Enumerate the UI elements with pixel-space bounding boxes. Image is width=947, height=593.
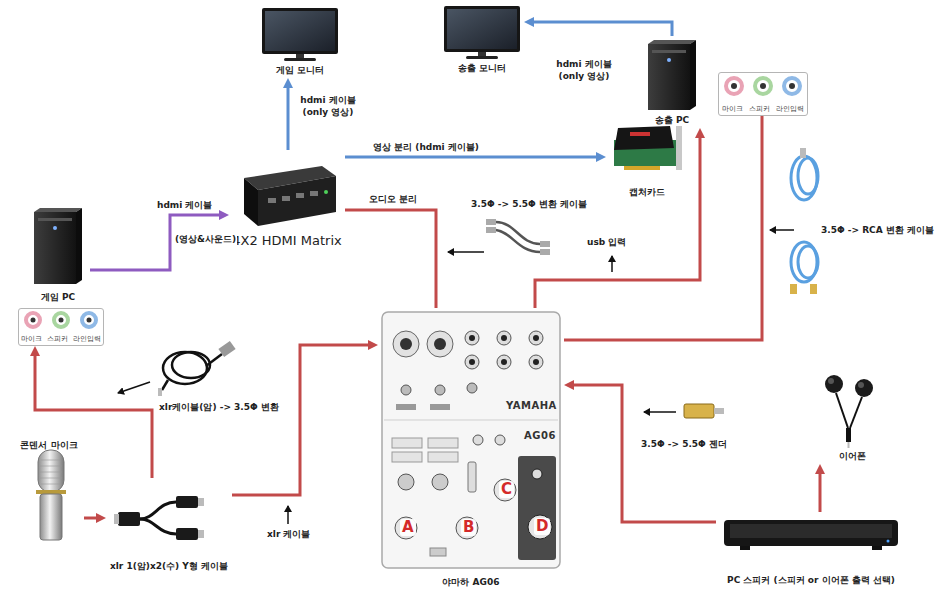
arrowhead [283, 78, 293, 88]
callout-letter: D [534, 518, 550, 535]
earphones-icon [825, 375, 873, 448]
arrowhead [596, 152, 606, 162]
hdmi-matrix: 4X2 HDMI Matrix [229, 150, 345, 250]
connector [30, 346, 152, 478]
edge-label: xlr 케이블 [266, 528, 311, 540]
node-label: 이어폰 [839, 450, 866, 462]
pc-tower-icon [34, 208, 82, 284]
connector [232, 340, 378, 495]
node-label: 4X2 HDMI Matrix [232, 233, 341, 249]
connector [564, 380, 716, 522]
pc-tower: 송출 PC [636, 36, 708, 128]
connector-line [232, 345, 368, 495]
callout-letter: A [400, 519, 416, 536]
callout-letter: B [461, 519, 476, 536]
connector [345, 152, 606, 162]
monitor-icon [444, 6, 520, 59]
monitor-icon [262, 8, 338, 61]
connector-line [35, 356, 152, 478]
connector-line [84, 517, 96, 520]
pc-speaker: PC 스피커 (스피커 or 이어폰 출력 선택) [716, 512, 906, 588]
connector [345, 210, 436, 308]
connector-line [345, 156, 596, 159]
connector [815, 464, 825, 512]
annotation: xlr케이블(암) -> 3.5Φ 변환 [158, 401, 280, 413]
connector-line [345, 210, 436, 308]
node-label: 게임 모니터 [276, 64, 324, 76]
annotation: 3.5Φ -> RCA 변환 케이블 [820, 224, 935, 236]
connector-line [574, 385, 716, 522]
brand-text: AG06 [523, 430, 557, 442]
edge-label: hdmi 케이블 [156, 199, 213, 211]
node-label: 라인입력 [73, 335, 101, 344]
connector-line [819, 474, 822, 512]
arrowhead [564, 380, 574, 390]
node-label: PC 스피커 (스피커 or 이어폰 출력 선택) [727, 574, 895, 586]
y-cable: xlr 1(암)x2(수) Y형 케이블 [106, 478, 232, 574]
earphones: 이어폰 [812, 368, 892, 464]
node-label: 마이크 [722, 105, 743, 114]
annotation: (영상&사운드) [174, 233, 237, 245]
node-label: 콘덴서 마이크 [20, 439, 77, 451]
connector-line [287, 88, 290, 150]
connector [283, 78, 293, 150]
annotation: 3.5Φ -> 5.5Φ 젠더 [640, 438, 728, 450]
audio-mixer: 야마하 AG06 [378, 308, 564, 590]
edge-label: hdmi 케이블 (only 영상) [296, 94, 360, 118]
node-label: 라인입력 [776, 105, 804, 114]
arrowhead [219, 210, 229, 220]
node-label: 마이크 [21, 335, 42, 344]
arrowhead [524, 17, 534, 27]
connector-line [534, 22, 672, 36]
audio-jacks: 마이크 스피커 라인입력 [18, 308, 104, 346]
connector [524, 17, 672, 36]
annotation: 3.5Φ -> 5.5Φ 변환 케이블 [470, 198, 588, 210]
audio-jacks: 마이크 스피커 라인입력 [718, 72, 808, 116]
hdmi-matrix-icon [244, 166, 336, 226]
connector [84, 513, 106, 523]
callout-letter: C [499, 481, 514, 498]
node-label: 송출 PC [655, 114, 689, 126]
arrowhead [368, 340, 378, 350]
capture-card-icon [614, 126, 682, 170]
cable-illustrations [158, 148, 818, 418]
node-label: 캡처카드 [629, 186, 665, 198]
arrowhead [96, 513, 106, 523]
monitor: 송출 모니터 [440, 4, 524, 76]
pc-speaker-icon [724, 520, 898, 550]
connector-line [535, 138, 700, 308]
arrowhead [30, 346, 40, 356]
edge-label: 영상 분리 (hdmi 케이블) [372, 141, 480, 153]
connector-line [564, 116, 762, 340]
pc-tower: 게임 PC [26, 205, 90, 305]
condenser-mic-icon [36, 450, 66, 540]
y-cable-icon [114, 496, 204, 540]
connector [564, 116, 762, 340]
edge-label: 오디오 분리 [368, 193, 418, 205]
edge-label: usb 입력 [586, 236, 627, 248]
mixer-icon [382, 312, 560, 568]
arrowhead [815, 464, 825, 474]
arrowhead [695, 128, 705, 138]
audio-jack-icons [26, 78, 800, 327]
pointer-arrows [118, 230, 794, 524]
monitor: 게임 모니터 [258, 6, 342, 78]
brand-text: YAMAHA [505, 400, 558, 412]
edge-label: hdmi 케이블 (only 영상) [552, 58, 616, 82]
node-label: xlr 1(암)x2(수) Y형 케이블 [110, 560, 228, 572]
node-label: 스피커 [749, 105, 770, 114]
condenser-mic: 콘덴서 마이크 [14, 432, 84, 544]
capture-card: 캡처카드 [606, 120, 688, 200]
node-label: 송출 모니터 [458, 62, 506, 74]
node-label: 스피커 [47, 335, 68, 344]
node-label: 게임 PC [41, 291, 75, 303]
pc-tower-icon [648, 40, 696, 110]
connector [535, 128, 705, 308]
node-label: 야마하 AG06 [442, 576, 499, 588]
